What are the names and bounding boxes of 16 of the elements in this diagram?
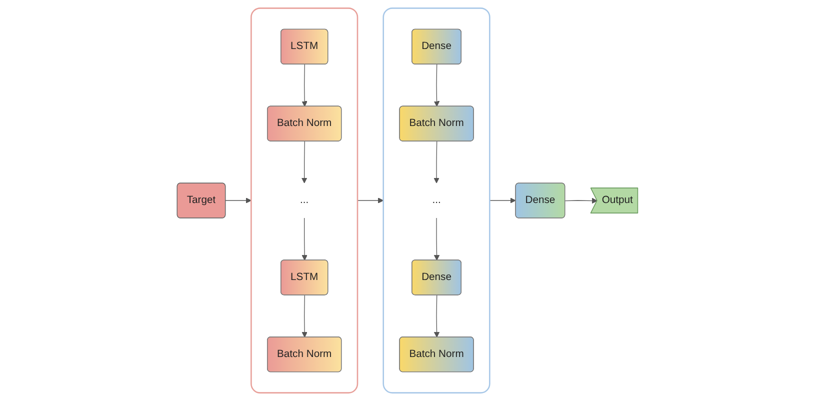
arrow — [564, 198, 598, 204]
arrow — [434, 218, 440, 261]
node-text: ... — [432, 194, 441, 206]
arrow — [302, 218, 308, 261]
arrow — [302, 141, 308, 184]
arrow — [434, 141, 440, 184]
arrow — [434, 294, 440, 338]
arrow — [302, 294, 308, 338]
arrow — [434, 64, 440, 107]
cluster — [250, 8, 358, 394]
arrow — [225, 198, 252, 204]
arrow — [357, 198, 384, 204]
cluster — [382, 8, 490, 394]
arrow — [489, 198, 516, 204]
arrow — [302, 64, 308, 107]
node-text: ... — [300, 194, 309, 206]
